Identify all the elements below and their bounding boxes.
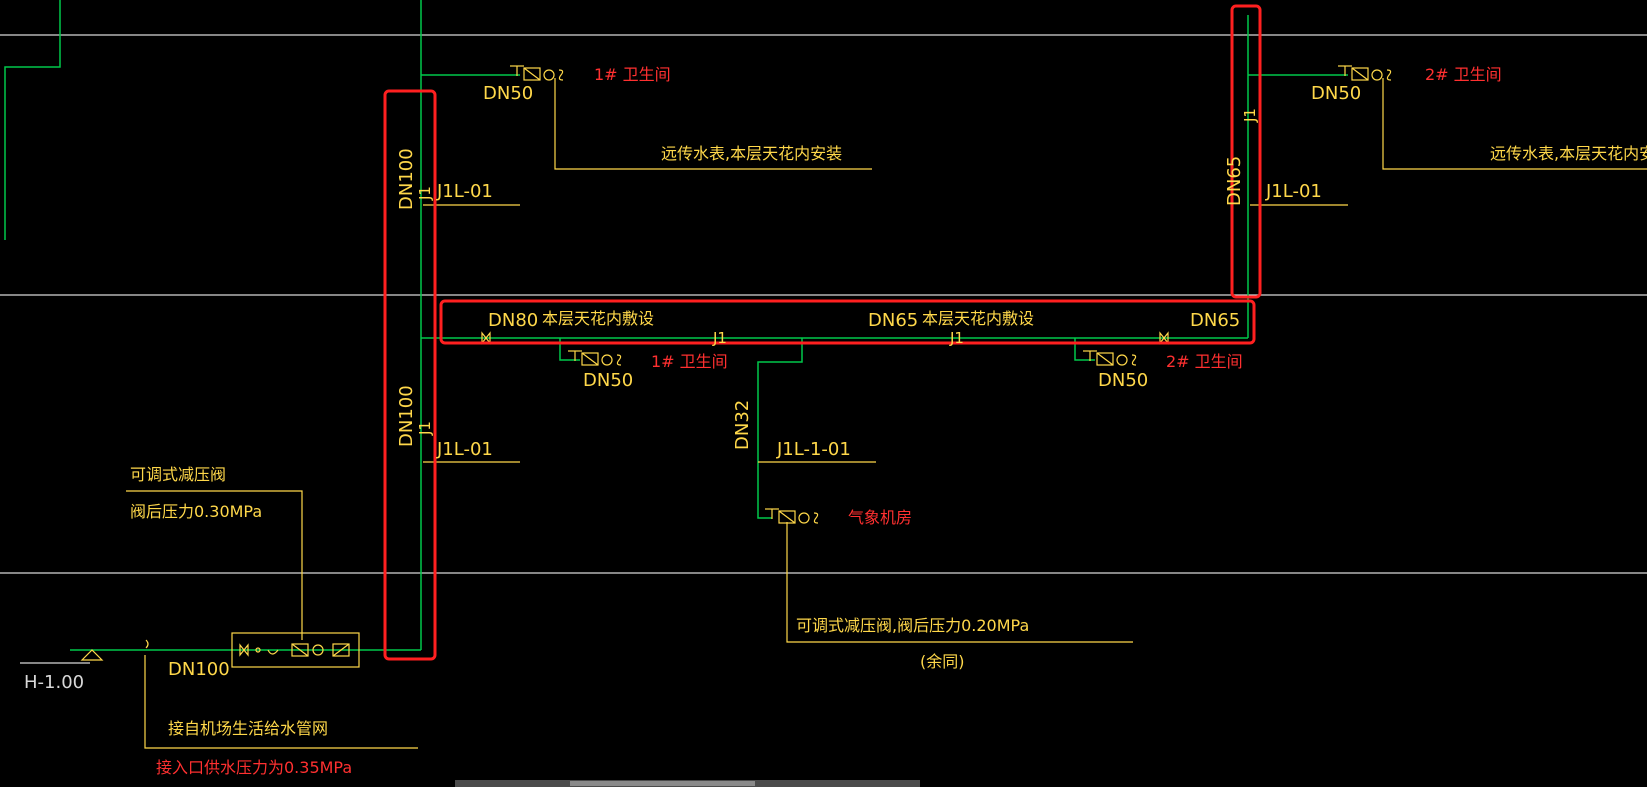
- label-main-j1-a: J1: [713, 329, 727, 347]
- branch-toilet2-lower: [1074, 338, 1095, 361]
- highlight-main-horizontal: [439, 299, 1256, 345]
- leader-prv-title: [126, 490, 303, 640]
- label-j1l-upper: J1L-01: [437, 181, 493, 202]
- label-dn65-right: DN65: [1190, 310, 1241, 331]
- floor-lines: [0, 34, 1647, 574]
- label-toilet2-lower: 2# 卫生间: [1166, 352, 1243, 371]
- gate-valve-main-left: [481, 331, 491, 345]
- horizontal-scrollbar[interactable]: [455, 780, 920, 787]
- label-toilet2-upper: 2# 卫生间: [1425, 65, 1502, 84]
- branch-toilet1-lower: [559, 338, 580, 361]
- label-meter-note-a: 远传水表,本层天花内安装: [661, 144, 843, 163]
- label-dn32: DN32: [732, 399, 753, 450]
- label-prv2-sub: (余同): [920, 652, 965, 671]
- label-j1l-right: J1L-01: [1266, 181, 1322, 202]
- leader-supply: [144, 655, 418, 749]
- label-toilet1-upper: 1# 卫生间: [594, 65, 671, 84]
- gate-valve-main-right: [1159, 331, 1169, 345]
- label-prv2-note: 可调式减压阀,阀后压力0.20MPa: [796, 616, 1030, 635]
- label-main-j1-b: J1: [950, 329, 964, 347]
- label-inlet-pressure: 接入口供水压力为0.35MPa: [156, 758, 353, 777]
- leader-prv2: [786, 522, 1133, 643]
- fixture-toilet1-lower: [568, 350, 622, 366]
- label-dn80: DN80: [488, 310, 539, 331]
- label-dn100-inlet: DN100: [168, 659, 230, 680]
- label-dn50-toilet2-lower: DN50: [1098, 370, 1149, 391]
- label-meter-note-b: 远传水表,本层天花内安装: [1490, 144, 1647, 163]
- label-j1l-branch: J1L-1-01: [777, 439, 851, 460]
- branch-dn32: [757, 338, 803, 519]
- leader-meter-b: [1382, 78, 1647, 170]
- label-dn100-lower: DN100: [396, 385, 417, 447]
- label-dn50-toilet2-upper: DN50: [1311, 83, 1362, 104]
- label-dn50-toilet1-lower: DN50: [583, 370, 634, 391]
- fixtures: [20, 65, 1392, 664]
- scrollbar-thumb[interactable]: [570, 781, 755, 786]
- label-dn100-upper: DN100: [396, 148, 417, 210]
- label-dn65-riser: DN65: [1224, 155, 1245, 206]
- label-riser-j1-upper: J1: [416, 186, 434, 200]
- label-weather-room: 气象机房: [848, 508, 913, 527]
- label-prv-pressure: 阀后压力0.30MPa: [130, 502, 263, 521]
- label-elevation: H-1.00: [24, 672, 85, 693]
- leader-meter-a: [554, 78, 872, 170]
- label-prv-title: 可调式减压阀: [130, 465, 227, 484]
- fixture-toilet2-lower: [1083, 350, 1137, 366]
- highlight-riser-dn100: [383, 89, 437, 661]
- fixture-weather-room: [765, 508, 819, 524]
- label-toilet1-lower: 1# 卫生间: [651, 352, 728, 371]
- pipes: [4, 0, 1348, 651]
- pipe-left-edge: [4, 0, 61, 240]
- label-dn50-toilet1-upper: DN50: [483, 83, 534, 104]
- inlet-marker: [20, 639, 149, 664]
- label-j1l-lower: J1L-01: [437, 439, 493, 460]
- label-ceiling-note-1: 本层天花内敷设: [542, 309, 655, 328]
- prv-assembly-symbols: [239, 643, 350, 657]
- fixture-toilet1-upper: [510, 65, 564, 81]
- highlight-riser-dn65: [1230, 4, 1262, 299]
- highlights: [383, 4, 1262, 661]
- leaders: [126, 78, 1647, 749]
- fixture-toilet2-upper: [1338, 65, 1392, 81]
- label-dn65-mid: DN65: [868, 310, 919, 331]
- prv-assembly-box: [231, 632, 360, 668]
- label-ceiling-note-2: 本层天花内敷设: [922, 309, 1035, 328]
- label-riser-j1-right: J1: [1241, 108, 1259, 122]
- label-supply-source: 接自机场生活给水管网: [168, 719, 329, 738]
- label-riser-j1-lower: J1: [416, 421, 434, 435]
